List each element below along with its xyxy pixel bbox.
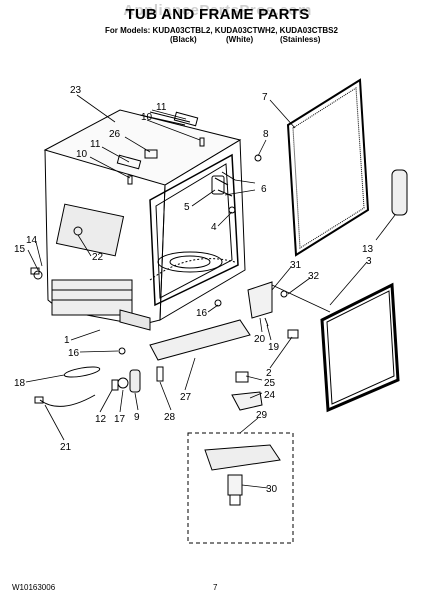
exploded-parts-diagram: 23 11 10 26 11 10 7 8 6 5 4 22 14 15 1 1… [14, 78, 408, 544]
callout-23: 23 [70, 85, 82, 96]
mounting-brackets [247, 281, 299, 339]
callout-18: 18 [14, 378, 26, 389]
models-line: For Models: KUDA03CTBL2, KUDA03CTWH2, KU… [105, 26, 338, 35]
color-black: (Black) [170, 35, 197, 44]
doc-number: W10163006 [12, 583, 56, 592]
callout-22: 22 [92, 252, 104, 263]
callout-14: 14 [26, 235, 38, 246]
callout-29: 29 [256, 410, 268, 421]
callout-12: 12 [95, 414, 107, 425]
callout-19: 19 [268, 342, 280, 353]
color-white: (White) [226, 35, 254, 44]
callout-8: 8 [263, 129, 269, 140]
callout-4: 4 [211, 222, 217, 233]
callout-6: 6 [261, 184, 267, 195]
callout-31: 31 [290, 260, 302, 271]
callout-17: 17 [114, 414, 126, 425]
callout-10a: 10 [141, 112, 153, 123]
callout-32: 32 [308, 271, 320, 282]
inset-box [187, 432, 294, 544]
callout-24: 24 [264, 390, 276, 401]
callout-21: 21 [60, 442, 72, 453]
callout-15: 15 [14, 244, 26, 255]
callout-11b: 11 [90, 139, 101, 150]
callout-20: 20 [254, 334, 266, 345]
tub-side-strip [391, 169, 408, 216]
callout-25: 25 [264, 378, 276, 389]
watermark: AppliancePartsPros.com [123, 2, 312, 19]
callout-5: 5 [184, 202, 190, 213]
callout-16a: 16 [68, 348, 80, 359]
callout-numbers: 23 11 10 26 11 10 7 8 6 5 4 22 14 15 1 1… [14, 85, 374, 495]
callout-13: 13 [362, 244, 374, 255]
callout-9: 9 [134, 412, 140, 423]
tub-shield [149, 319, 251, 361]
tub-assembly [30, 109, 262, 331]
callout-27: 27 [180, 392, 192, 403]
callout-7: 7 [262, 92, 268, 103]
callout-11a: 11 [156, 102, 167, 113]
callout-10b: 10 [76, 149, 88, 160]
callout-28: 28 [164, 412, 176, 423]
callout-16b: 16 [196, 308, 208, 319]
callout-2: 2 [266, 368, 272, 379]
leader-lines [25, 94, 396, 489]
page-title: TUB AND FRAME PARTS [125, 6, 310, 23]
callout-26: 26 [109, 129, 121, 140]
callout-30: 30 [266, 484, 278, 495]
color-stainless: (Stainless) [280, 35, 321, 44]
callout-1: 1 [64, 335, 70, 346]
callout-3: 3 [366, 256, 372, 267]
page-number: 7 [213, 583, 218, 592]
door-gasket [286, 78, 370, 257]
tub-gasket [320, 282, 400, 413]
